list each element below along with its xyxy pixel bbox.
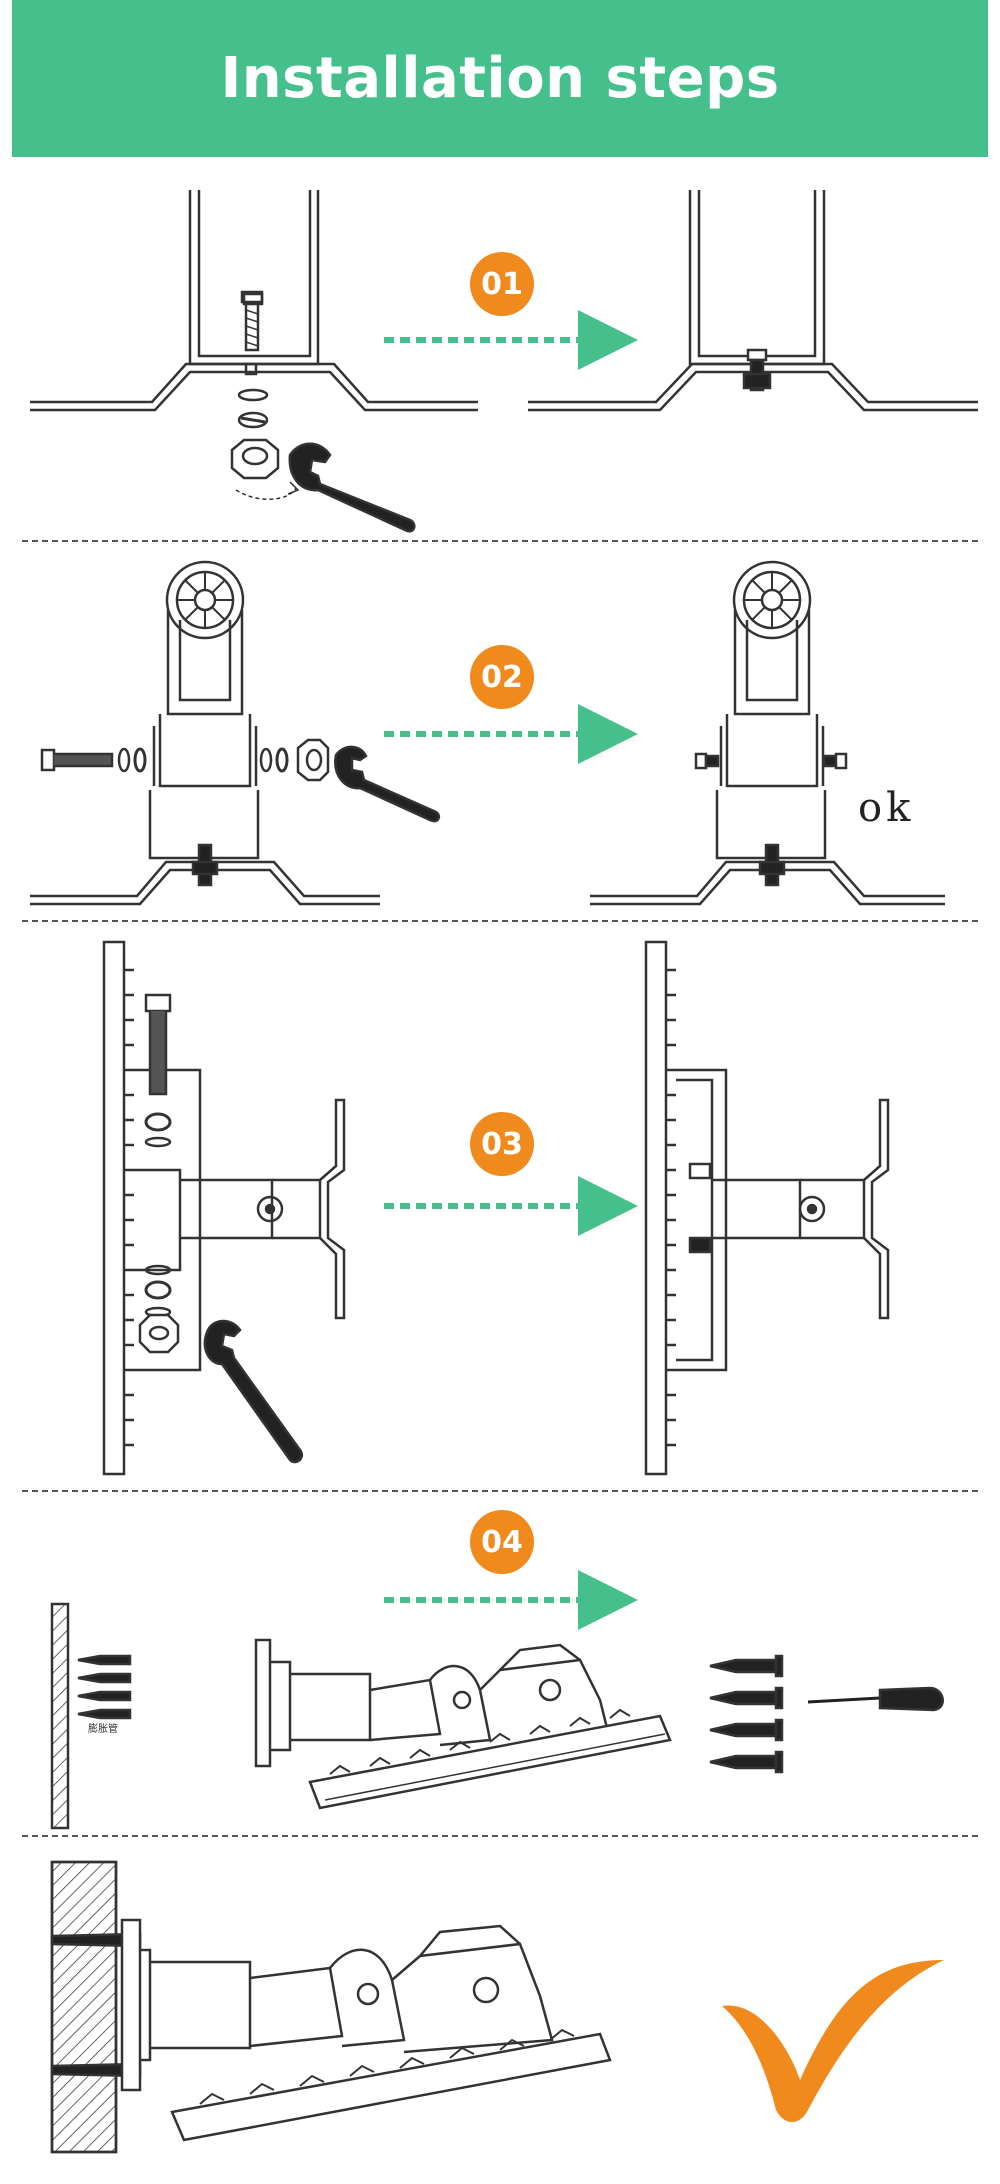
final-drawing: [50, 1860, 612, 2154]
bracket-light-assembly: [254, 1638, 672, 1810]
step-3-badge: 03: [470, 1112, 534, 1176]
light-panel-left: [102, 940, 346, 1476]
step-3-drawing: [102, 940, 890, 1476]
wrench-icon: [288, 442, 416, 533]
bracket-light-assembly: [120, 1918, 612, 2142]
mount-assembly-left: [30, 560, 380, 906]
bolt-icon: [40, 748, 114, 772]
step-2-badge: 02: [470, 645, 534, 709]
step-4-badge: 04: [470, 1510, 534, 1574]
washer-icon: [144, 1112, 172, 1318]
header-banner: Installation steps: [12, 0, 988, 157]
wrench-icon: [203, 1319, 304, 1464]
nut-icon: [138, 1313, 180, 1354]
wall-section: [50, 1860, 118, 2154]
step-2-drawing: [30, 560, 945, 906]
step-divider: [22, 1490, 978, 1492]
step-2-ok-label: ok: [858, 785, 915, 831]
wall-section: [50, 1602, 70, 1830]
bolt-icon: [742, 348, 772, 392]
light-panel-right: [644, 940, 890, 1476]
screw-icon: [709, 1654, 784, 1774]
bolt-icon: [144, 993, 172, 1096]
nut-icon: [230, 438, 300, 501]
nut-icon: [296, 738, 330, 782]
step-divider: [22, 920, 978, 922]
step-divider: [22, 1835, 978, 1837]
step-divider: [22, 540, 978, 542]
checkmark-icon: [722, 1960, 944, 2122]
screwdriver-icon: [807, 1686, 944, 1712]
page-title: Installation steps: [220, 46, 780, 111]
washer-icon: [237, 388, 269, 429]
step-4-anchor-label: 膨胀管: [88, 1724, 118, 1735]
step-4-drawing: [50, 1602, 944, 1830]
screw-icon: [50, 1932, 142, 2078]
screw-icon: [77, 1654, 132, 1720]
step-1-drawing: [30, 190, 978, 533]
wrench-icon: [334, 745, 441, 823]
mount-assembly-right: [590, 560, 945, 906]
washer-icon: [117, 747, 289, 773]
step-1-badge: 01: [470, 252, 534, 316]
bolt-icon: [240, 290, 264, 376]
